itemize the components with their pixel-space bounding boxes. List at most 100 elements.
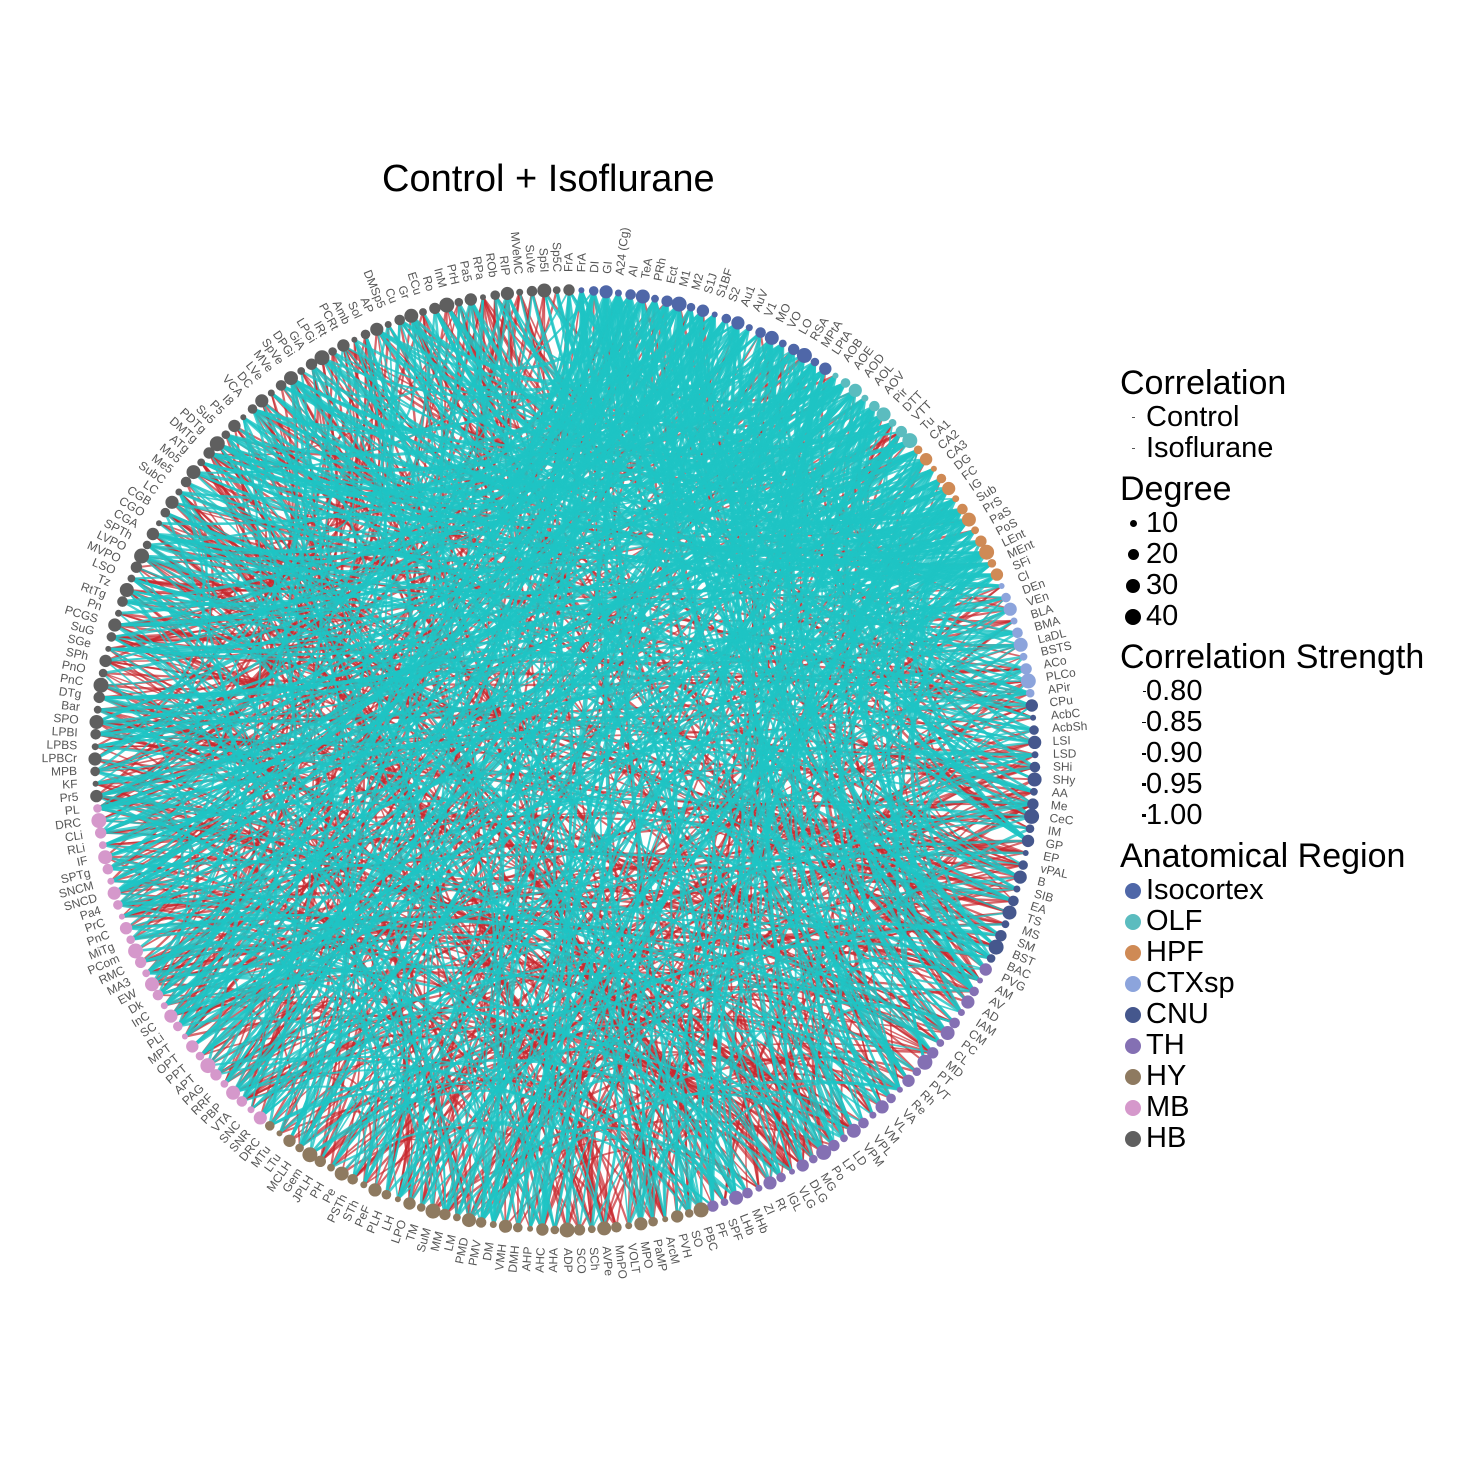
node-label: LaDL — [1036, 626, 1068, 647]
node-dot — [91, 813, 107, 829]
edge — [903, 655, 1025, 1063]
edge — [215, 815, 1032, 1076]
edge — [241, 1085, 483, 1223]
degree-dot — [1125, 608, 1141, 625]
node-dot — [1021, 834, 1035, 848]
node-dot — [1010, 617, 1018, 625]
edge — [96, 721, 605, 1229]
node-dot — [513, 1222, 523, 1233]
node-label: Bar — [61, 698, 81, 714]
node-label: Sp5I — [536, 247, 551, 272]
node-dot — [979, 544, 995, 560]
node-dot — [394, 314, 406, 326]
node-dot — [500, 286, 514, 301]
node-dot — [98, 668, 108, 678]
edge — [790, 449, 919, 1132]
node-dot — [720, 1198, 729, 1206]
node-dot — [337, 339, 350, 352]
edge — [177, 1017, 471, 1221]
node-label: SM — [1015, 935, 1037, 955]
node-dot — [130, 561, 143, 573]
node-dot — [146, 527, 160, 541]
edge — [126, 926, 447, 1215]
legend-region-item: HB — [1120, 1122, 1424, 1154]
node-dot — [913, 445, 923, 455]
edge — [677, 303, 847, 420]
region-swatch — [1125, 1037, 1141, 1054]
edge — [290, 376, 893, 472]
node-dot — [134, 548, 150, 564]
node-dot — [671, 1210, 684, 1223]
node-dot — [651, 294, 659, 303]
node-label: S2 — [725, 285, 743, 304]
node-dot — [93, 691, 105, 704]
node-label: SPO — [53, 711, 79, 727]
node-dot — [930, 465, 937, 472]
node-dot — [305, 358, 318, 370]
node-dot — [971, 526, 979, 535]
edge — [111, 491, 208, 639]
edge — [270, 391, 975, 993]
edge — [757, 332, 1002, 588]
node-dot — [552, 286, 561, 294]
node-label: ADP — [561, 1248, 575, 1273]
node-dot — [119, 922, 133, 935]
node-label: ECu — [405, 270, 425, 296]
edge — [178, 422, 893, 522]
node-dot — [1020, 673, 1036, 689]
node-label: SIB — [1033, 886, 1055, 905]
node-dot — [559, 1222, 575, 1238]
node-label: AA — [1051, 785, 1068, 800]
node-dot — [107, 886, 121, 900]
node-label: PF — [713, 1221, 731, 1240]
node-dot — [869, 1111, 877, 1119]
edge — [250, 1008, 643, 1225]
node-dot — [90, 729, 101, 740]
legend-degree-item: 30 — [1120, 569, 1424, 601]
edge — [208, 451, 997, 579]
edge — [225, 433, 919, 516]
node-label: VEn — [1025, 589, 1051, 610]
node-dot — [186, 465, 201, 480]
node-dot — [228, 419, 241, 433]
node-dot — [745, 324, 753, 332]
node-dot — [1031, 751, 1039, 759]
node-label: CLi — [64, 828, 84, 845]
node-label: PaMP — [650, 1238, 670, 1273]
node-label: EP — [1042, 849, 1060, 866]
node-label: SCO — [574, 1248, 589, 1274]
node-dot — [247, 1106, 255, 1114]
edge — [639, 477, 943, 1224]
edge — [839, 529, 977, 1054]
node-dot — [961, 995, 975, 1009]
node-dot — [439, 1208, 451, 1221]
edge — [351, 1067, 415, 1186]
node-dot — [671, 296, 687, 312]
edge — [364, 334, 702, 1211]
node-dot — [1012, 627, 1023, 639]
node-dot — [809, 1154, 818, 1164]
region-swatch — [1125, 1006, 1141, 1023]
node-label: RIP — [497, 255, 513, 277]
strength-line — [1142, 752, 1146, 755]
node-dot — [92, 780, 99, 787]
node-dot — [711, 311, 718, 318]
node-dot — [99, 654, 112, 668]
edge — [270, 391, 1035, 794]
edge — [240, 319, 401, 1102]
legend-strength-item: 0.95 — [1120, 768, 1424, 800]
node-dot — [563, 284, 575, 296]
edge — [107, 860, 949, 1035]
edge — [397, 911, 1010, 1200]
edge — [362, 430, 903, 1186]
node-dot — [113, 900, 123, 910]
node-dot — [429, 302, 441, 315]
edge — [216, 443, 358, 1142]
node-dot — [1008, 895, 1019, 907]
node-label: AcbC — [1050, 706, 1081, 723]
edge — [289, 377, 430, 1204]
node-dot — [98, 841, 107, 849]
node-dot — [1030, 787, 1038, 796]
control-swatch — [1131, 416, 1135, 419]
node-dot — [919, 453, 933, 466]
